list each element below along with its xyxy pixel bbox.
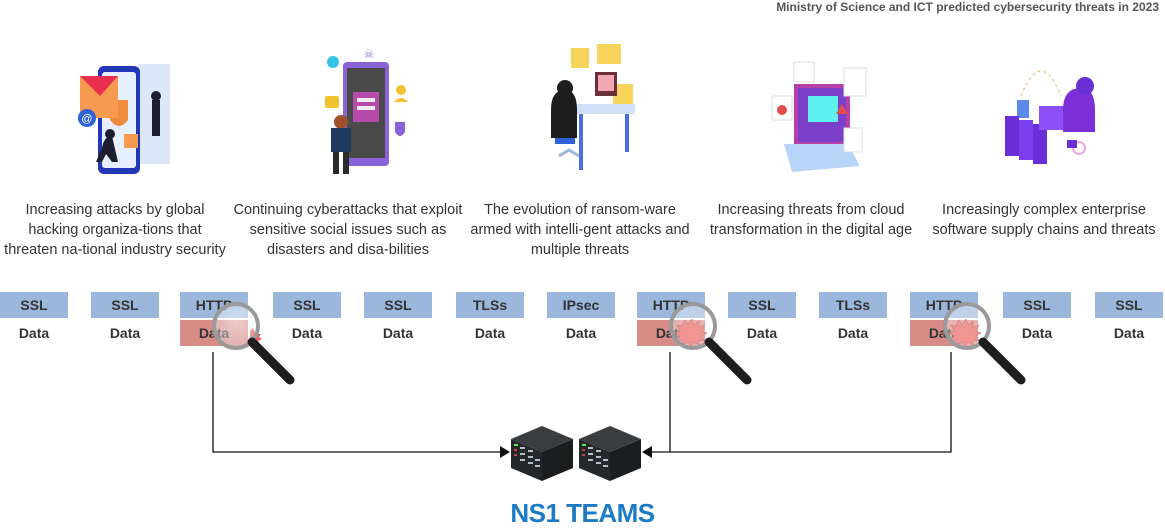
packet-protocol: SSL [1003,292,1071,318]
packet-protocol: IPsec [547,292,615,318]
svg-text:☠: ☠ [364,47,375,61]
packet-protocol: TLSs [819,292,887,318]
magnifier-icon [212,302,295,385]
threat-burst-icon [948,318,982,348]
packet-payload: Data [565,325,597,341]
hacker-phone-email-illustration-icon: @ [78,64,170,174]
magnifier-icon [943,302,1026,385]
server-pair-icon [511,426,641,481]
packet: SSL Data [728,292,796,346]
packet-payload: Data [1021,325,1053,341]
packet: SSL Data [91,292,159,346]
tablet-phishing-illustration-icon: ☠ [325,47,408,174]
packet-payload: Data [18,325,50,341]
server-icon [579,426,641,481]
magnifier-icon [669,302,752,385]
threat-caption: The evolution of ransom-ware armed with … [470,202,690,258]
threat-caption: Increasing threats from cloud transforma… [709,202,913,238]
packet-protocol: SSL [91,292,159,318]
threat-caption: Increasing attacks by global hacking org… [4,202,226,258]
threat-caption: Increasingly complex enterprise software… [932,202,1156,238]
packet: SSL Data [1095,292,1163,346]
cloud-laptop-illustration-icon [771,61,867,172]
svg-text:@: @ [81,113,92,125]
packet: SSL Data [273,292,341,346]
packet-payload: Data [474,325,506,341]
packet: SSL Data [1003,292,1071,346]
packet: SSL Data [0,292,68,346]
threat-burst-icon [674,318,708,348]
packet-payload: Data [382,325,414,341]
ransomware-desk-illustration-icon [551,44,635,170]
packet-payload: Data [837,325,869,341]
threat-caption: Continuing cyberattacks that exploit sen… [233,202,463,258]
supply-chain-servers-illustration-icon [1005,70,1095,164]
packet-protocol: HTTP [910,292,978,318]
packet-payload: Data [291,325,323,341]
packet-protocol: SSL [0,292,68,318]
brand-label: NS1 TEAMS [510,498,655,528]
packet-protocol: SSL [728,292,796,318]
packet-protocol: TLSs [456,292,524,318]
packet-protocol: SSL [364,292,432,318]
packet-protocol: SSL [273,292,341,318]
diagram-title: Ministry of Science and ICT predicted cy… [776,0,1159,14]
packet-payload: Data [1113,325,1145,341]
packet: SSL Data [364,292,432,346]
server-icon [511,426,573,481]
packet-protocol: SSL [1095,292,1163,318]
packet-payload: Data [109,325,141,341]
packet-payload: Data [746,325,778,341]
